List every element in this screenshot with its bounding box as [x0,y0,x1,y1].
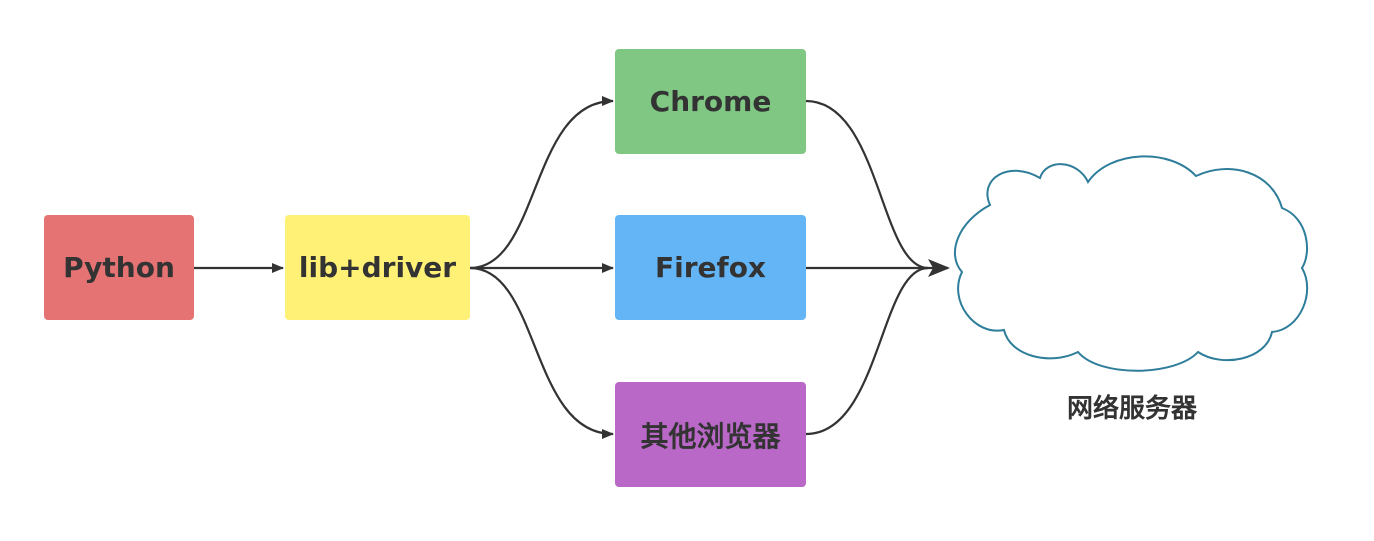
cloud-label: 网络服务器 [1066,394,1197,424]
connector-other-to-cloud [805,266,929,436]
node-chrome: Chrome [615,49,806,154]
node-lib-driver-label: lib+driver [298,251,457,284]
node-other-browsers: 其他浏览器 [615,382,806,487]
node-python-label: Python [63,251,175,284]
connector-chrome-to-cloud [805,99,929,270]
node-firefox: Firefox [615,215,806,320]
node-python: Python [44,215,194,320]
node-chrome-label: Chrome [649,85,772,118]
cloud-icon [953,155,1309,372]
arrow-lib-to-other [469,266,614,439]
node-lib-driver: lib+driver [285,215,470,320]
node-other-browsers-label: 其他浏览器 [640,419,781,453]
node-firefox-label: Firefox [654,251,766,284]
arrow-lib-to-chrome [469,96,614,270]
